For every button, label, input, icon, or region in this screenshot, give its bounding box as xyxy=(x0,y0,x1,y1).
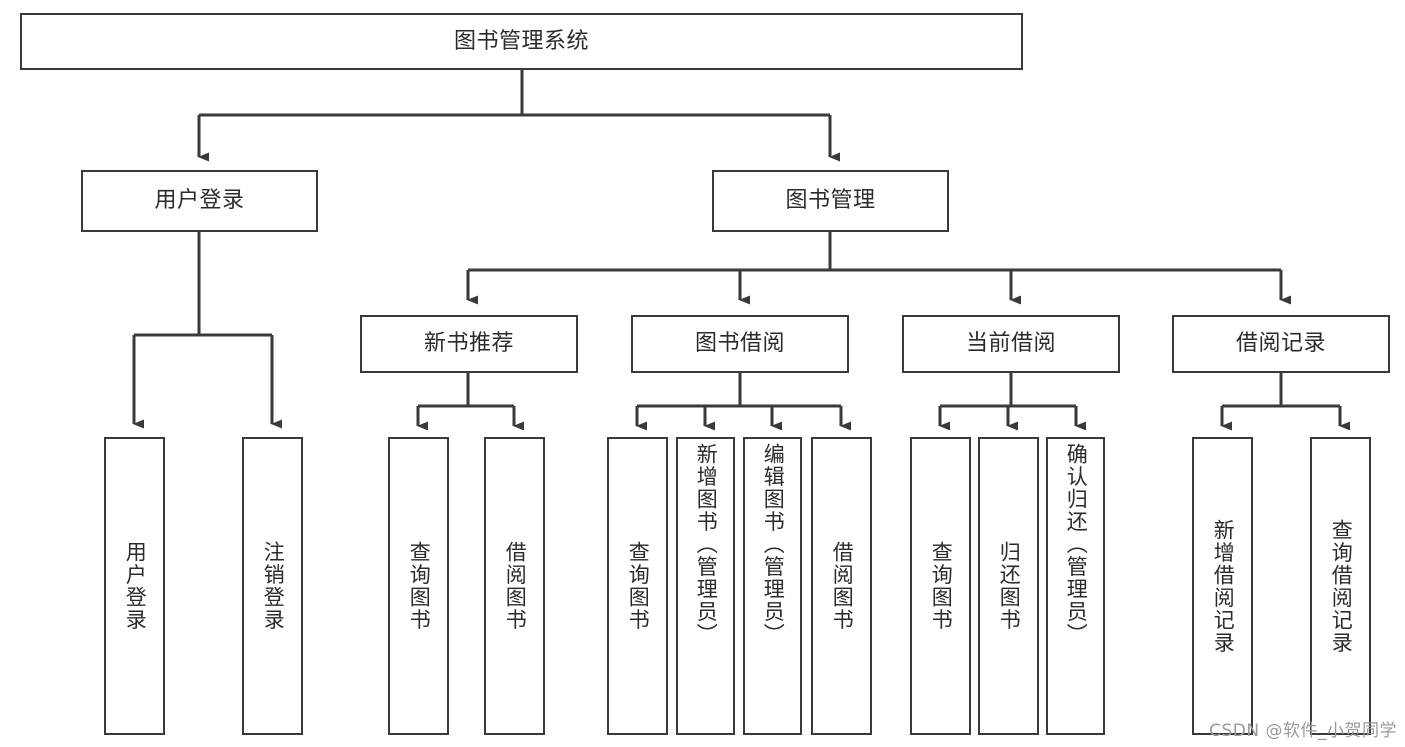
node-borrow-record-label: 借阅记录 xyxy=(1235,331,1326,357)
node-leaf-query-book-2-label: 查询图书 xyxy=(626,541,651,631)
node-book-borrow[interactable]: 图书借阅 xyxy=(631,315,849,373)
node-leaf-query-book-1[interactable]: 查询图书 xyxy=(388,437,449,735)
node-leaf-return-book-label: 归还图书 xyxy=(997,541,1022,631)
node-leaf-confirm-return[interactable]: 确认归还（管理员） xyxy=(1046,437,1105,735)
node-leaf-edit-book-label: 编辑图书（管理员） xyxy=(761,443,786,646)
node-user-login[interactable]: 用户登录 xyxy=(81,170,318,232)
node-borrow-record[interactable]: 借阅记录 xyxy=(1172,315,1390,373)
node-leaf-user-logout-label: 注销登录 xyxy=(261,541,286,631)
node-current-borrow[interactable]: 当前借阅 xyxy=(902,315,1120,373)
node-leaf-query-record[interactable]: 查询借阅记录 xyxy=(1310,437,1371,735)
node-leaf-add-record-label: 新增借阅记录 xyxy=(1211,518,1236,654)
node-leaf-user-logout[interactable]: 注销登录 xyxy=(242,437,303,735)
node-leaf-add-record[interactable]: 新增借阅记录 xyxy=(1192,437,1253,735)
node-leaf-query-book-2[interactable]: 查询图书 xyxy=(607,437,668,735)
node-leaf-edit-book[interactable]: 编辑图书（管理员） xyxy=(743,437,802,735)
node-book-manage-label: 图书管理 xyxy=(785,188,876,214)
node-leaf-add-book-label: 新增图书（管理员） xyxy=(694,443,719,646)
node-book-borrow-label: 图书借阅 xyxy=(694,331,785,357)
node-root-label: 图书管理系统 xyxy=(453,28,589,54)
node-user-login-label: 用户登录 xyxy=(154,188,245,214)
node-leaf-borrow-book-1[interactable]: 借阅图书 xyxy=(484,437,545,735)
node-leaf-user-login-label: 用户登录 xyxy=(123,541,148,631)
node-leaf-user-login[interactable]: 用户登录 xyxy=(104,437,165,735)
node-root[interactable]: 图书管理系统 xyxy=(20,13,1023,70)
node-leaf-query-book-3[interactable]: 查询图书 xyxy=(910,437,971,735)
node-leaf-query-record-label: 查询借阅记录 xyxy=(1329,518,1354,654)
node-leaf-query-book-3-label: 查询图书 xyxy=(929,541,954,631)
node-leaf-query-book-1-label: 查询图书 xyxy=(407,541,432,631)
node-leaf-borrow-book-2[interactable]: 借阅图书 xyxy=(811,437,872,735)
node-leaf-borrow-book-2-label: 借阅图书 xyxy=(830,541,855,631)
node-leaf-add-book[interactable]: 新增图书（管理员） xyxy=(676,437,735,735)
node-book-manage[interactable]: 图书管理 xyxy=(712,170,949,232)
node-current-borrow-label: 当前借阅 xyxy=(965,331,1056,357)
node-new-book-recommend[interactable]: 新书推荐 xyxy=(360,315,578,373)
node-leaf-confirm-return-label: 确认归还（管理员） xyxy=(1064,443,1089,646)
node-new-book-recommend-label: 新书推荐 xyxy=(423,331,514,357)
node-leaf-borrow-book-1-label: 借阅图书 xyxy=(503,541,528,631)
node-leaf-return-book[interactable]: 归还图书 xyxy=(978,437,1039,735)
